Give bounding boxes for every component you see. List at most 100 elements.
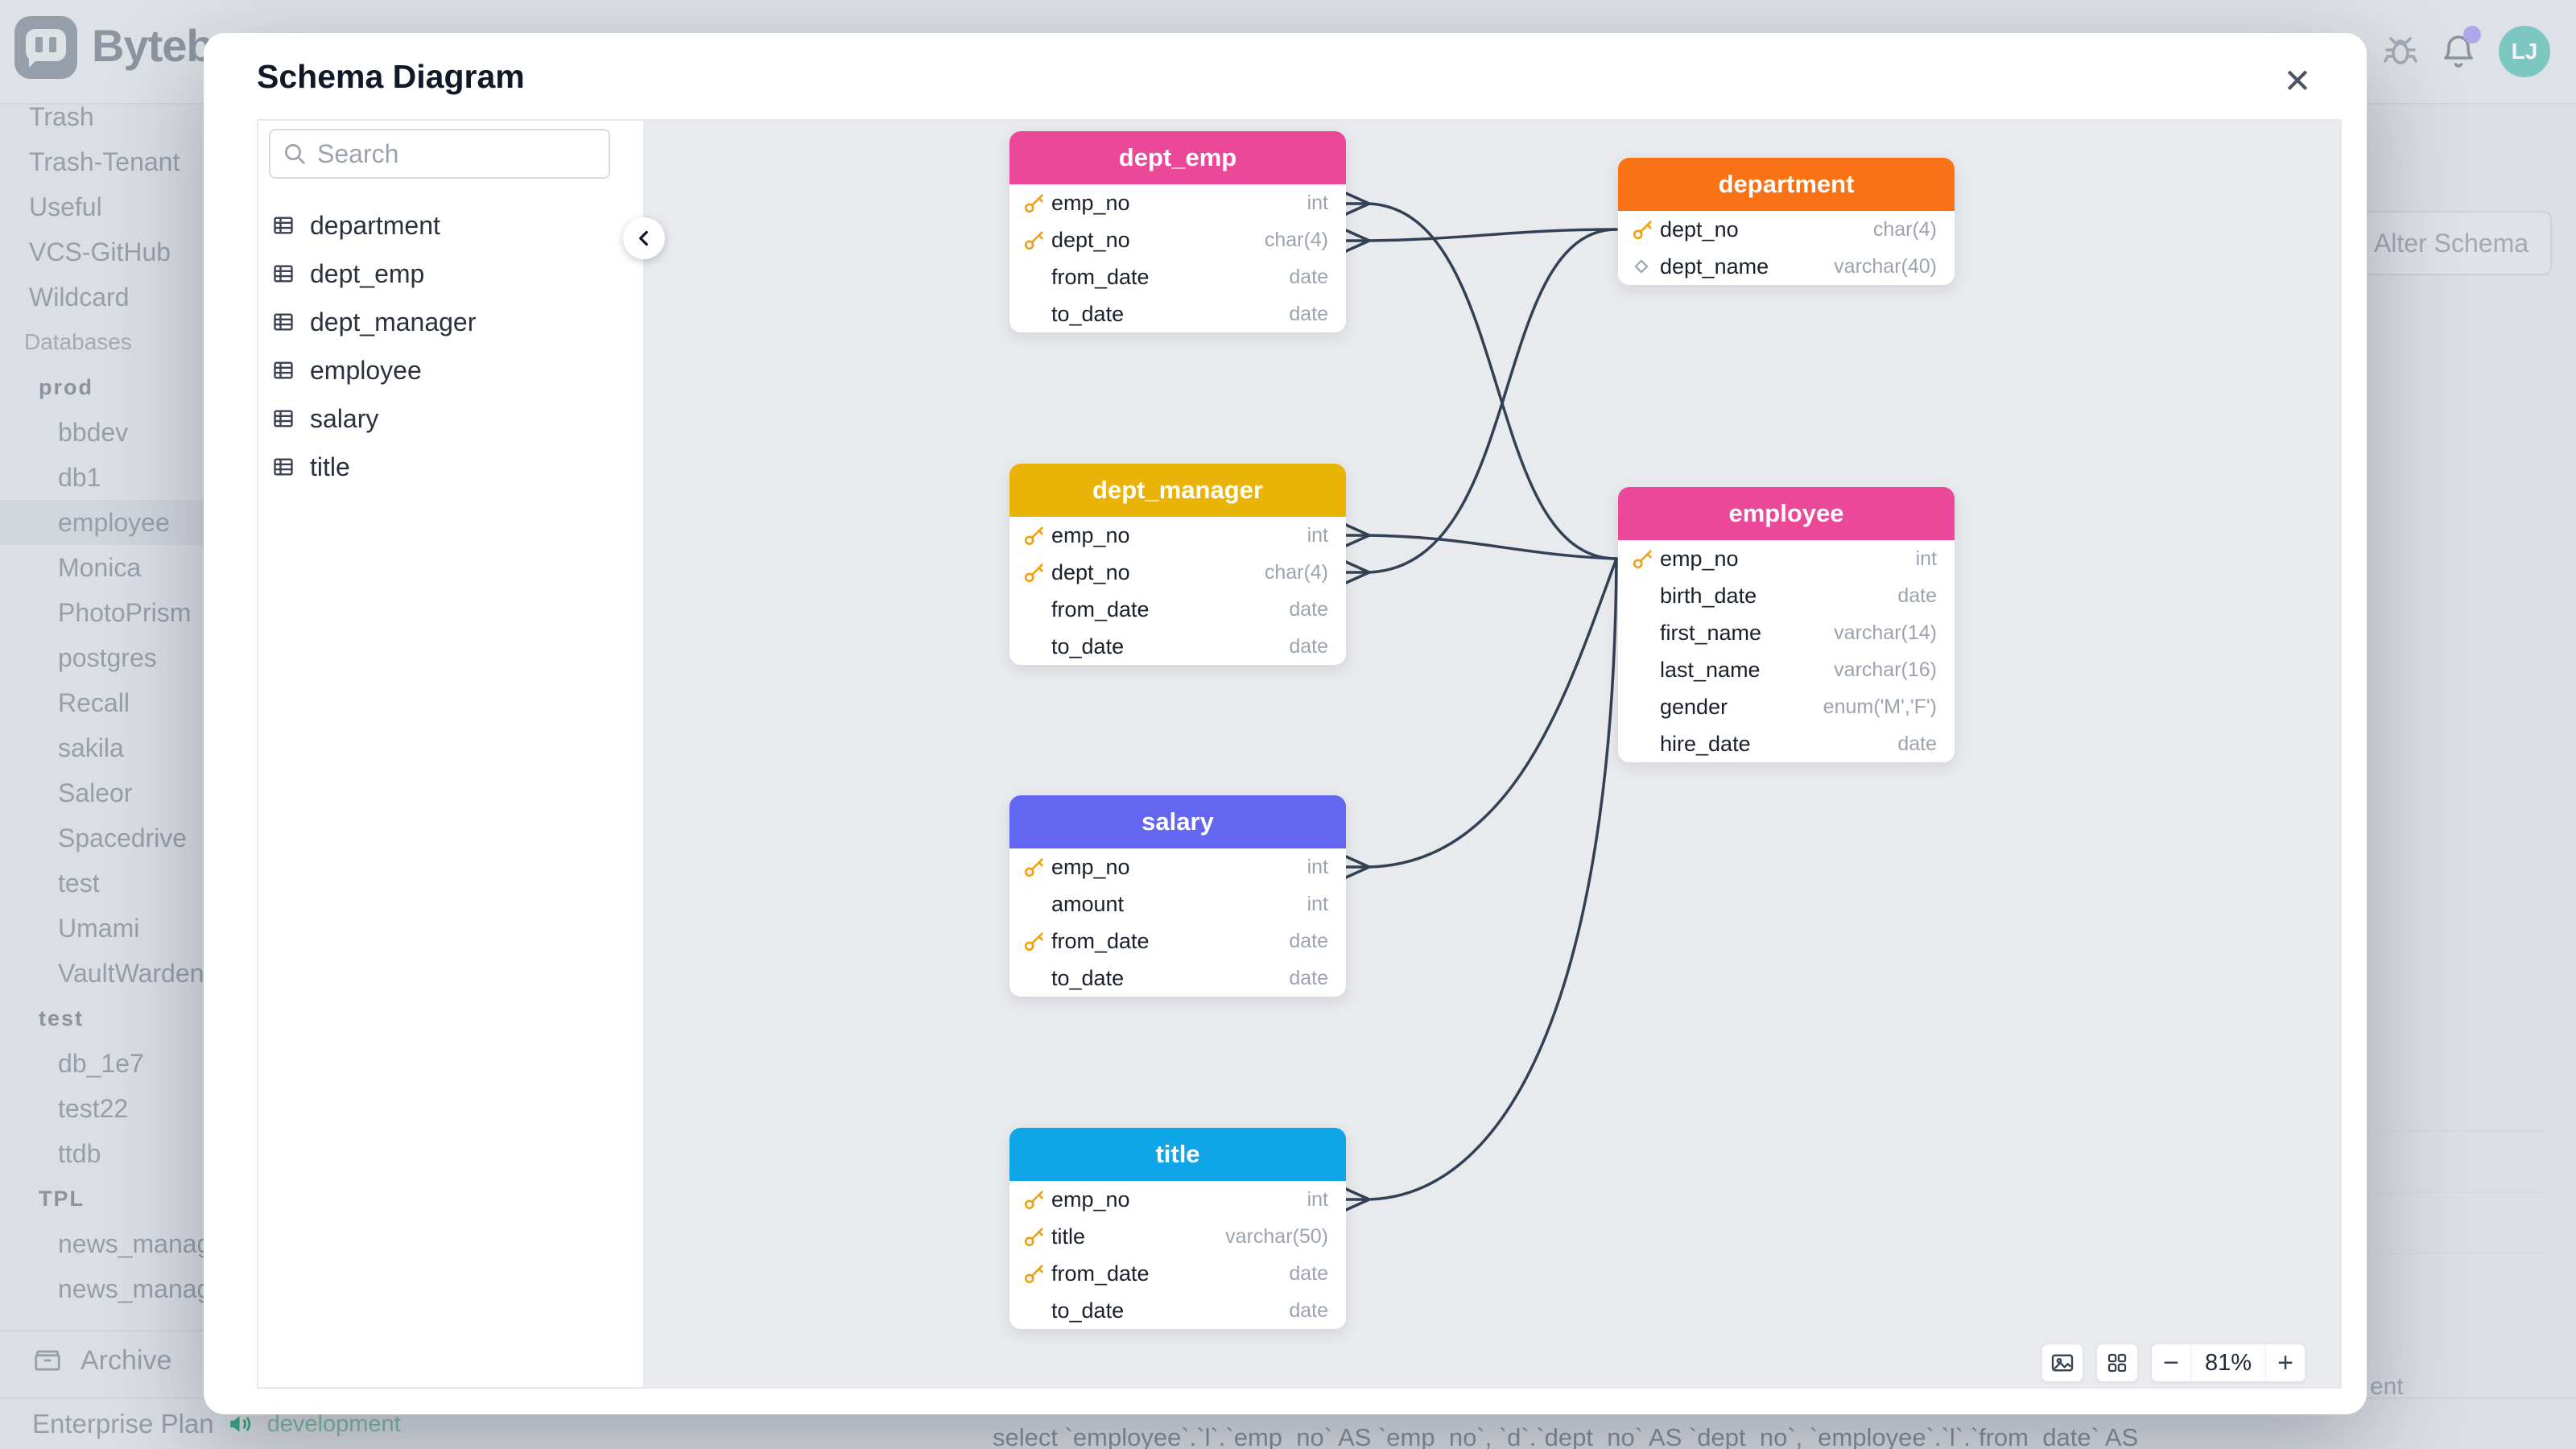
fit-view-button[interactable] [2096, 1344, 2138, 1382]
column-type: enum('M','F') [1823, 695, 1937, 718]
sidebar-item-db-bbdev[interactable]: bbdev [58, 417, 129, 447]
sidebar-item-db-test22[interactable]: test22 [58, 1093, 129, 1123]
key-icon [1022, 929, 1051, 953]
relation-salary-employee [1344, 557, 1618, 879]
diagram-table-list-item-dept_manager[interactable]: dept_manager [260, 298, 642, 346]
sidebar-item-archive[interactable]: Archive [0, 1335, 236, 1386]
column-name: amount [1051, 891, 1125, 916]
column-type: int [1307, 1187, 1328, 1211]
sidebar-item-db-umami[interactable]: Umami [58, 913, 140, 943]
sidebar-item-db-postgres[interactable]: postgres [58, 642, 157, 672]
zoom-in-button[interactable]: + [2277, 1347, 2293, 1378]
column-name: hire_date [1660, 731, 1751, 756]
table-column-row: gender enum('M','F') [1618, 688, 1955, 725]
no-icon [1631, 658, 1660, 682]
sidebar-item-db-db1[interactable]: db1 [58, 462, 101, 492]
sidebar-item-db-sakila[interactable]: sakila [58, 733, 124, 762]
column-name: dept_no [1660, 217, 1739, 242]
sidebar-item-db-test[interactable]: test [58, 868, 100, 898]
column-type: varchar(14) [1834, 621, 1937, 644]
search-field-wrap [269, 129, 610, 179]
sidebar-item-db-employee[interactable]: employee [0, 500, 204, 545]
notification-badge [2463, 26, 2481, 43]
zoom-out-button[interactable]: − [2163, 1347, 2179, 1378]
sidebar-item-project-wildcard[interactable]: Wildcard [29, 282, 130, 312]
search-input[interactable] [269, 129, 610, 179]
sidebar-item-db-db_1e7[interactable]: db_1e7 [58, 1048, 144, 1078]
collapse-sidebar-button[interactable] [623, 217, 665, 259]
avatar[interactable]: LJ [2499, 26, 2550, 77]
grid-icon [2107, 1353, 2127, 1373]
column-type: date [1897, 584, 1937, 607]
sql-preview-text: select `employee`.`l`.`emp_no` AS `emp_n… [993, 1423, 2139, 1449]
column-type: int [1307, 892, 1328, 915]
clipped-background-text: ent [2370, 1373, 2404, 1400]
sidebar-item-db-photoprism[interactable]: PhotoPrism [58, 597, 192, 627]
table-list-label: dept_manager [310, 307, 477, 336]
avatar-initials: LJ [2511, 39, 2538, 64]
column-type: char(4) [1264, 228, 1328, 251]
sidebar-section-databases: Databases [24, 329, 132, 354]
column-name: to_date [1051, 1298, 1125, 1323]
sidebar-item-db-recall[interactable]: Recall [58, 687, 130, 717]
plan-label: Enterprise Plan [32, 1409, 214, 1439]
index-diamond-icon [1631, 254, 1660, 279]
sidebar-item-db-news_management[interactable]: news_management [58, 1228, 204, 1258]
sidebar-item-db-monica[interactable]: Monica [58, 552, 142, 582]
diagram-table-list-item-salary[interactable]: salary [260, 394, 642, 443]
column-type: int [1307, 855, 1328, 878]
diagram-table-list-item-dept_emp[interactable]: dept_emp [260, 250, 642, 298]
sidebar-item-db-vaultwarden[interactable]: VaultWarden [58, 958, 204, 988]
table-icon [274, 410, 293, 427]
sidebar-item-project-useful[interactable]: Useful [29, 192, 102, 221]
diagram-table-list-item-title[interactable]: title [260, 443, 642, 491]
column-type: int [1307, 191, 1328, 214]
announcement-speaker-icon [229, 1416, 250, 1432]
column-name: gender [1660, 694, 1728, 719]
sidebar-item-db-news_management[interactable]: news_management [58, 1274, 204, 1303]
notification-bell-icon[interactable] [2439, 32, 2478, 75]
bug-report-icon[interactable] [2381, 32, 2420, 75]
column-name: from_date [1051, 597, 1150, 621]
sidebar-item-project-trash-tenant[interactable]: Trash-Tenant [29, 147, 180, 176]
diagram-table-list-item-employee[interactable]: employee [260, 346, 642, 394]
diagram-table-list-item-department[interactable]: department [260, 201, 642, 250]
alter-schema-button[interactable]: Alter Schema [2351, 211, 2552, 275]
export-image-button[interactable] [2041, 1344, 2083, 1382]
no-icon [1631, 695, 1660, 719]
table-list-label: department [310, 210, 440, 240]
column-name: last_name [1660, 657, 1761, 682]
column-name: to_date [1051, 301, 1125, 326]
bytebase-logo-icon[interactable] [14, 16, 77, 79]
chevron-left-icon [639, 230, 648, 246]
sidebar-divider [0, 1330, 204, 1331]
key-icon [1022, 523, 1051, 547]
sidebar-item-db-ttdb[interactable]: ttdb [58, 1138, 101, 1168]
column-name: first_name [1660, 620, 1762, 645]
no-icon [1022, 265, 1051, 289]
sidebar-item-project-vcs-github[interactable]: VCS-GitHub [29, 237, 171, 266]
key-icon [1022, 1224, 1051, 1249]
logo-bar [35, 37, 43, 52]
relation-title-employee [1344, 557, 1618, 1212]
sidebar-item-db-spacedrive[interactable]: Spacedrive [58, 823, 188, 852]
column-type: date [1289, 966, 1328, 989]
sidebar-item-project-trash[interactable]: Trash [29, 101, 94, 131]
close-icon[interactable]: ✕ [2283, 61, 2312, 100]
environment-label: development [266, 1410, 401, 1437]
sidebar-item-db-saleor[interactable]: Saleor [58, 778, 133, 807]
